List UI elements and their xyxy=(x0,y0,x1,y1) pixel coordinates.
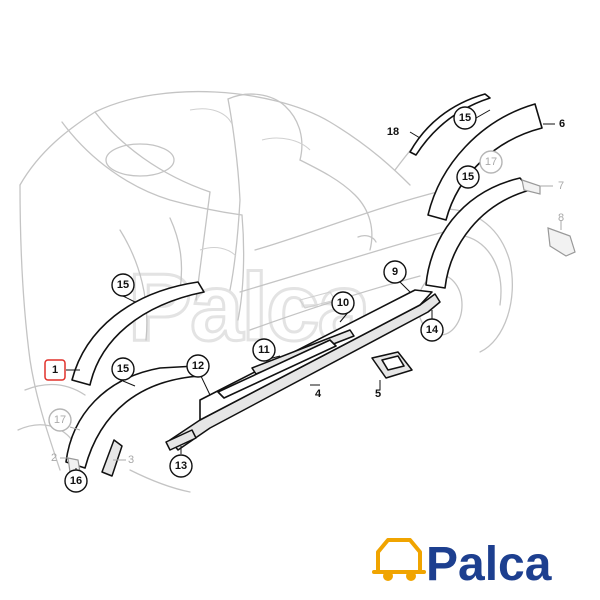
callout-15-a: 15 xyxy=(453,106,477,130)
callout-2: 2 xyxy=(51,452,57,464)
svg-text:8: 8 xyxy=(558,212,564,224)
svg-text:15: 15 xyxy=(117,279,129,291)
callout-4: 4 xyxy=(315,388,322,400)
svg-text:9: 9 xyxy=(392,266,398,278)
svg-text:17: 17 xyxy=(485,156,497,168)
svg-text:15: 15 xyxy=(462,171,474,183)
part-18-trim-strip xyxy=(409,93,491,156)
svg-text:2: 2 xyxy=(51,452,57,464)
callout-15-d: 15 xyxy=(111,357,135,381)
palca-logo: Palca xyxy=(372,538,552,591)
callout-18: 18 xyxy=(387,126,399,138)
callout-15-b: 15 xyxy=(456,165,480,189)
callout-5: 5 xyxy=(375,388,381,400)
callout-8: 8 xyxy=(558,212,564,224)
callout-12: 12 xyxy=(186,354,210,378)
logo-text: Palca xyxy=(426,538,552,591)
part-7-clip xyxy=(521,179,541,195)
callout-15-c: 15 xyxy=(111,273,135,297)
callout-6: 6 xyxy=(559,118,565,130)
svg-text:1: 1 xyxy=(52,364,58,376)
leader-lines xyxy=(60,109,562,472)
callout-1-highlighted: 1 xyxy=(44,359,66,381)
callout-13: 13 xyxy=(169,454,193,478)
svg-text:13: 13 xyxy=(175,460,187,472)
callout-14: 14 xyxy=(420,318,444,342)
part-3-mud-flap xyxy=(101,439,123,477)
svg-text:12: 12 xyxy=(192,360,204,372)
callout-16: 16 xyxy=(64,469,88,493)
callout-3: 3 xyxy=(128,454,134,466)
callout-10: 10 xyxy=(331,291,355,315)
svg-text:11: 11 xyxy=(258,344,270,356)
part-10-sill-trim xyxy=(217,339,337,399)
part-8-bracket xyxy=(547,227,576,257)
svg-text:7: 7 xyxy=(558,180,564,192)
parts xyxy=(65,93,576,477)
part-6-rear-wheel-arch xyxy=(427,103,543,221)
part-13-end-cap xyxy=(165,429,197,451)
part-5-jack-pad-inner xyxy=(381,355,405,371)
callout-9: 9 xyxy=(383,260,407,284)
callout-7: 7 xyxy=(558,180,564,192)
callout-17-b: 17 xyxy=(48,408,72,432)
svg-text:18: 18 xyxy=(387,126,399,138)
svg-text:17: 17 xyxy=(54,414,66,426)
callout-17-a: 17 xyxy=(479,150,503,174)
svg-text:3: 3 xyxy=(128,454,134,466)
part-15-front-arch-upper xyxy=(71,281,205,386)
svg-text:16: 16 xyxy=(70,475,82,487)
svg-text:5: 5 xyxy=(375,388,381,400)
car-icon xyxy=(372,538,426,581)
svg-text:15: 15 xyxy=(117,363,129,375)
svg-text:4: 4 xyxy=(315,388,322,400)
svg-text:15: 15 xyxy=(459,112,471,124)
svg-text:6: 6 xyxy=(559,118,565,130)
svg-text:14: 14 xyxy=(426,324,439,336)
callout-11: 11 xyxy=(252,338,276,362)
svg-text:10: 10 xyxy=(337,297,349,309)
callouts: 18 15 6 17 15 7 8 9 10 xyxy=(44,106,565,493)
